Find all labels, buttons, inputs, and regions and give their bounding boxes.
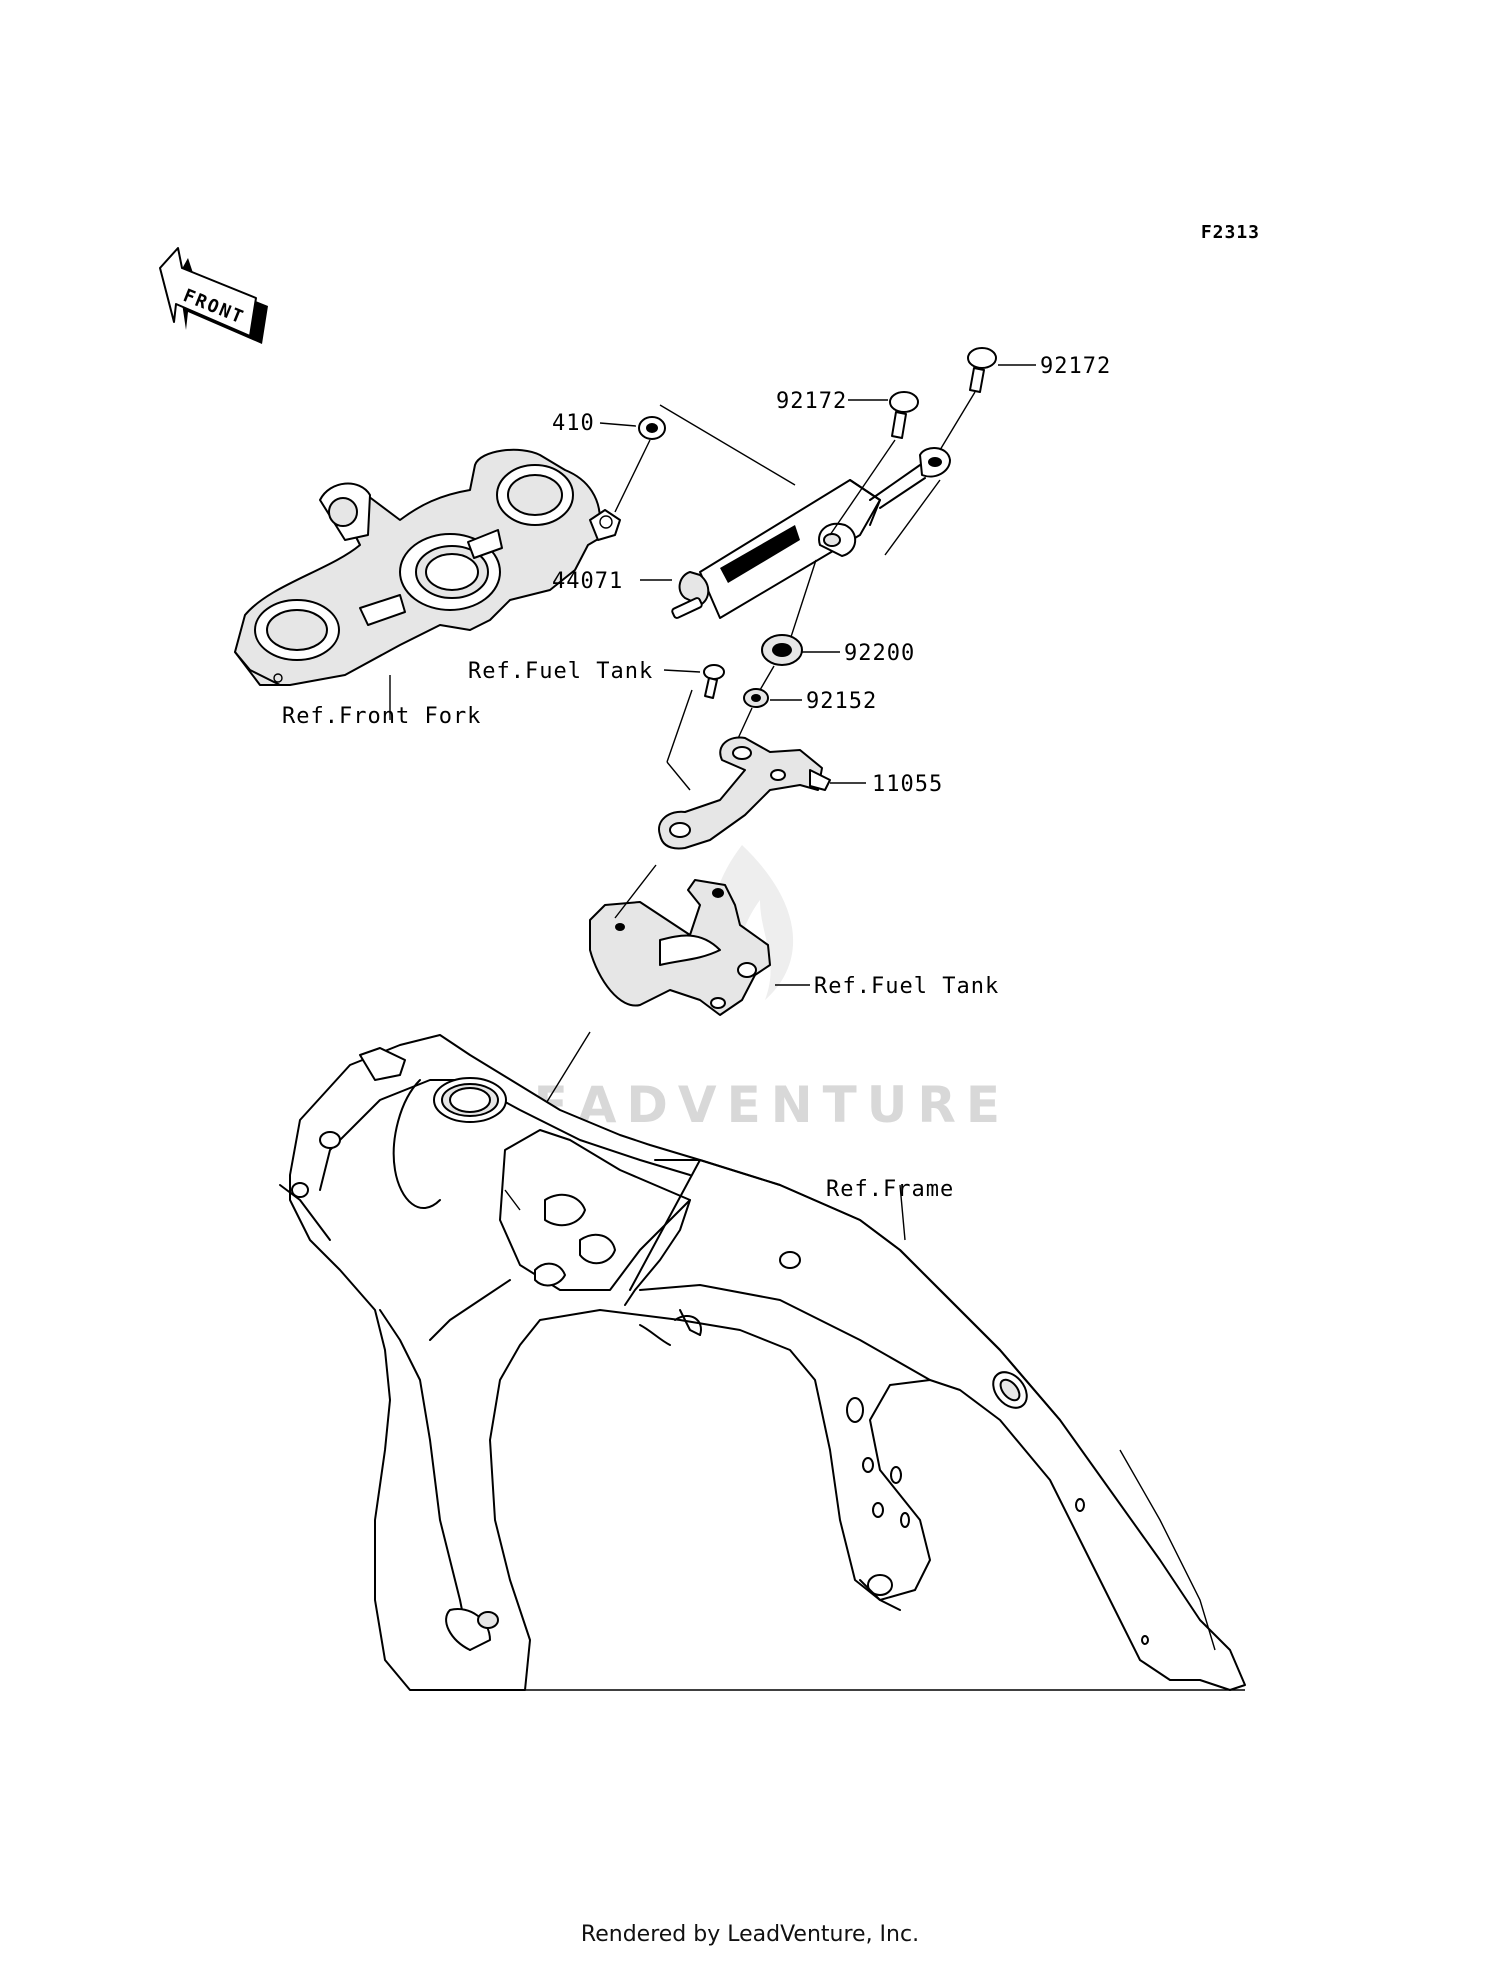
part-92152: 92152 (734, 665, 877, 746)
callout-410: 410 (552, 411, 595, 436)
figure-id: F2313 (1201, 222, 1260, 243)
part-92172-b: 92172 (939, 347, 1111, 451)
callout-92172-a: 92172 (776, 389, 847, 414)
callout-11055: 11055 (872, 772, 943, 797)
part-92200: 92200 (761, 559, 915, 666)
part-11055: 11055 (658, 689, 943, 850)
ref-fuel-tank-label-2: Ref.Fuel Tank (814, 974, 999, 999)
callout-44071: 44071 (552, 569, 623, 594)
part-410: 410 (552, 404, 796, 513)
part-92172-a: 92172 (776, 389, 919, 536)
fuel-tank-bracket: Ref.Fuel Tank (499, 864, 999, 1179)
steering-damper: 44071 (552, 447, 951, 619)
ref-front-fork-label: Ref.Front Fork (282, 704, 481, 729)
callout-92152: 92152 (806, 689, 877, 714)
callout-92200: 92200 (844, 641, 915, 666)
ref-frame-label: Ref.Frame (826, 1177, 954, 1202)
callout-92172-b: 92172 (1040, 354, 1111, 379)
fuel-tank-bolt: Ref.Fuel Tank (468, 659, 725, 699)
triple-clamp: Ref.Front Fork (234, 448, 621, 729)
frame: Ref.Frame (279, 1034, 1246, 1691)
rendered-by-footer: Rendered by LeadVenture, Inc. (580, 1922, 920, 1947)
front-arrow-icon: FRONT (159, 247, 268, 344)
ref-fuel-tank-label-1: Ref.Fuel Tank (468, 659, 653, 684)
